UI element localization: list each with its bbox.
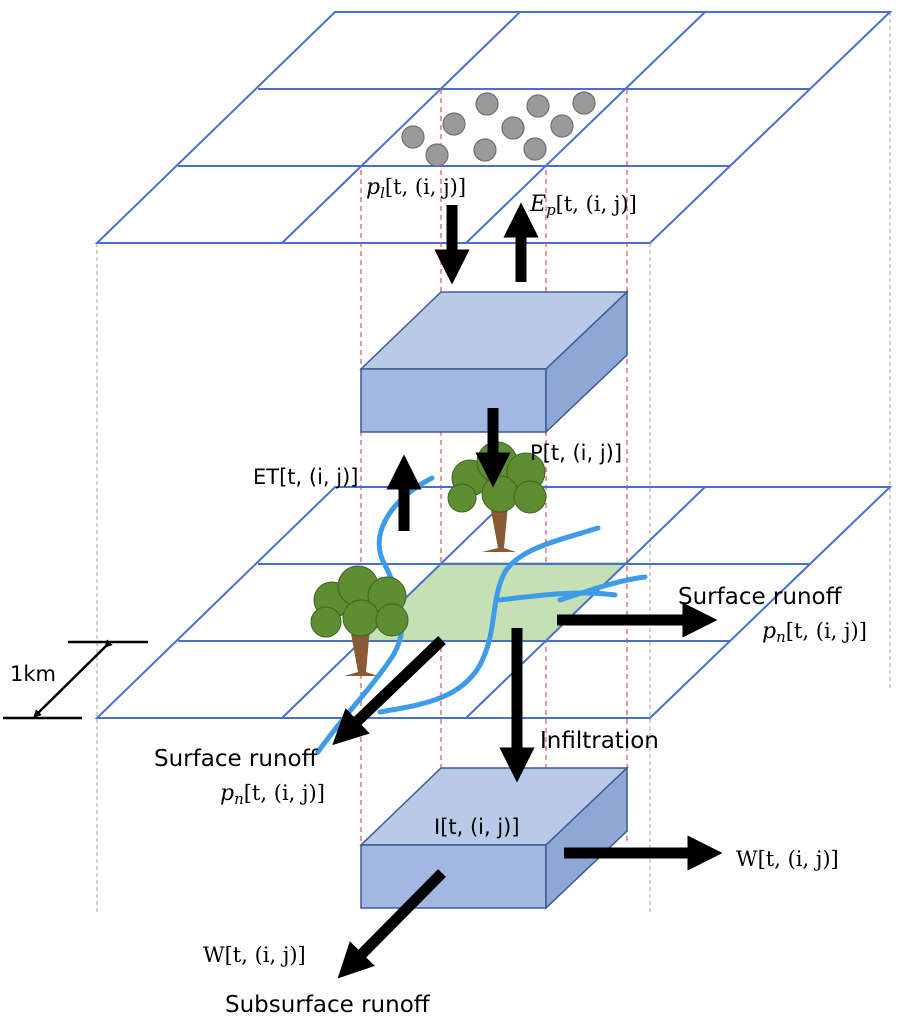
i-label: I[t, (i, j)] <box>434 815 520 839</box>
arrow-subsurface <box>337 869 446 979</box>
scale-label: 1km <box>10 662 56 686</box>
w-left-label: W[t, (i, j)] <box>203 943 306 967</box>
tree-icon <box>310 565 409 676</box>
cloud-droplets <box>401 91 596 167</box>
arrow-surface-left <box>332 636 446 746</box>
w-right-label: W[t, (i, j)] <box>736 847 839 871</box>
scale-bar <box>3 639 148 720</box>
atmosphere-grid <box>94 11 893 244</box>
infiltration-label: Infiltration <box>540 728 659 754</box>
ep-label: Ep[t, (i, j)] <box>529 192 637 219</box>
subsurface-runoff-label: Subsurface runoff <box>225 992 431 1018</box>
p-label: P[t, (i, j)] <box>530 441 622 465</box>
surface-runoff-left-label: Surface runoff <box>154 746 319 772</box>
lower-storage-box <box>359 766 629 910</box>
surface-runoff-right-label: Surface runoff <box>678 584 843 610</box>
outer-dashed-lines <box>96 12 891 915</box>
pl-label: pl[t, (i, j)] <box>366 175 466 202</box>
pn-right-label: pn[t, (i, j)] <box>762 619 867 646</box>
flux-arrows <box>332 202 723 979</box>
et-label: ET[t, (i, j)] <box>253 465 358 489</box>
upper-storage-box <box>359 290 629 434</box>
pn-left-label: pn[t, (i, j)] <box>220 781 325 808</box>
